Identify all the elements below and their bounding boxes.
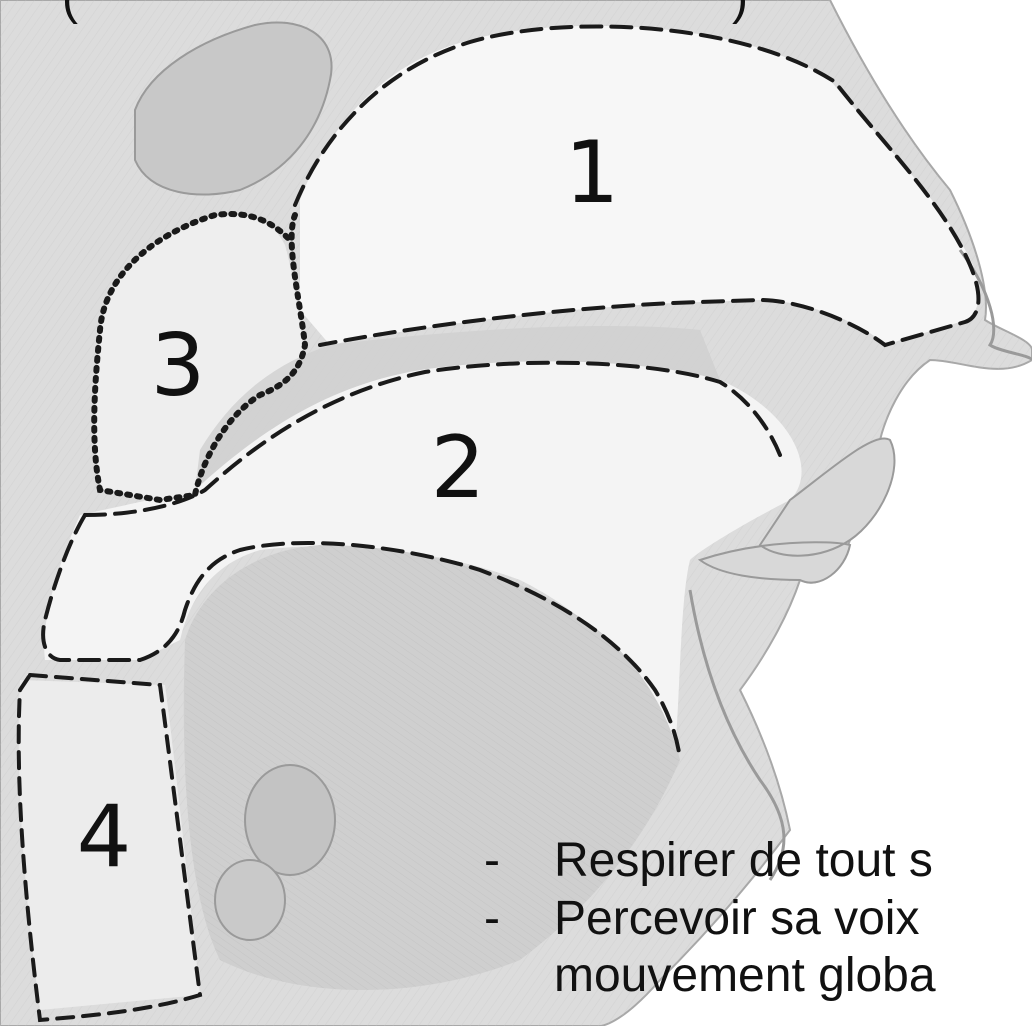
list-item: - Percevoir sa voix bbox=[484, 890, 936, 948]
bullet-dash: - bbox=[484, 832, 500, 890]
hyoid-bone-lower bbox=[215, 860, 285, 940]
top-paren-open: ( bbox=[62, 0, 78, 25]
top-paren-close: ) bbox=[732, 0, 748, 25]
list-item-continuation: mouvement globa bbox=[484, 947, 936, 1005]
region-label-4: 4 bbox=[77, 787, 132, 887]
list-item-text: Percevoir sa voix bbox=[554, 892, 919, 945]
list-item-text: Respirer de tout s bbox=[554, 834, 933, 887]
region-label-2: 2 bbox=[431, 418, 486, 518]
bullet-dash: - bbox=[484, 890, 500, 948]
notes-list: - Respirer de tout s - Percevoir sa voix… bbox=[484, 832, 936, 1005]
list-item: - Respirer de tout s bbox=[484, 832, 936, 890]
region-label-3: 3 bbox=[151, 316, 206, 416]
hyoid-bone bbox=[245, 765, 335, 875]
list-item-text: mouvement globa bbox=[554, 949, 936, 1002]
region-label-1: 1 bbox=[565, 123, 620, 223]
